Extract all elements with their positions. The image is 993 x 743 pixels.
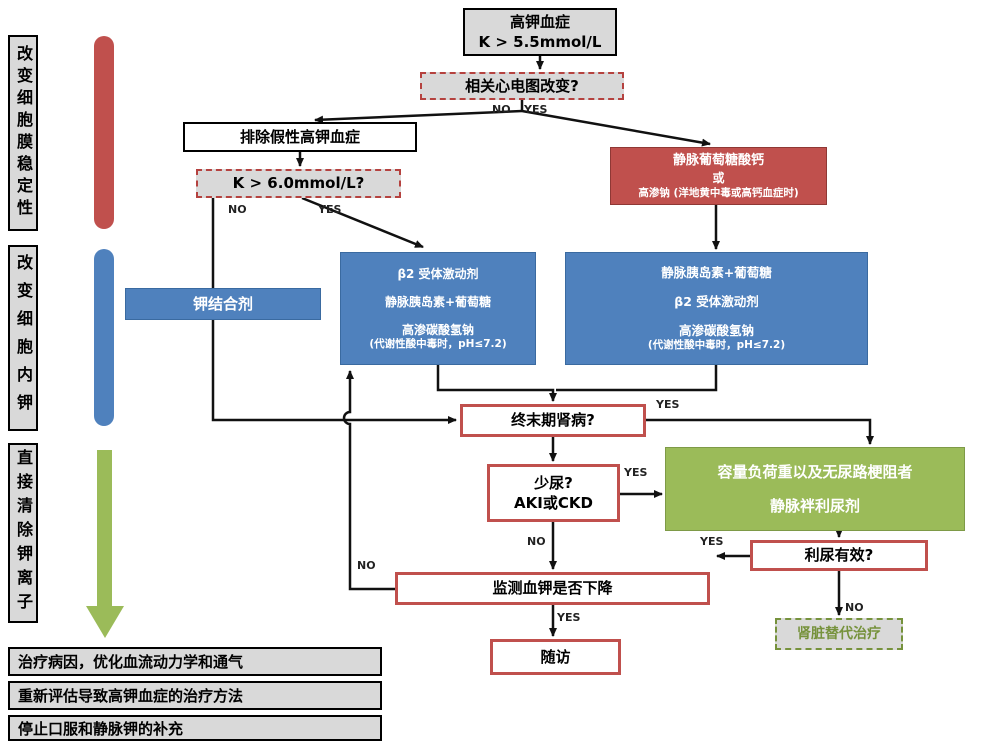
phase-label-intracellular-shift: 改变细胞内钾	[8, 245, 38, 431]
edge-label-k6-yes: YES	[318, 203, 342, 216]
membrane-phase-bar	[94, 36, 114, 229]
node-text: AKI或CKD	[514, 494, 593, 512]
node-followup: 随访	[490, 639, 621, 675]
node-text: 高钾血症	[509, 12, 570, 31]
node-oliguria-question: 少尿? AKI或CKD	[487, 464, 620, 522]
phase-label-potassium-removal: 直接清除钾离子	[8, 443, 38, 623]
general-measure-treat-cause: 治疗病因，优化血流动力学和通气	[8, 647, 382, 676]
edge-label-esrd-yes: YES	[656, 398, 680, 411]
node-potassium-binder: 钾结合剂	[125, 288, 321, 320]
node-exclude-pseudohyperkalemia: 排除假性高钾血症	[183, 122, 417, 152]
node-text: 肾脏替代治疗	[797, 625, 881, 642]
node-renal-replacement-therapy: 肾脏替代治疗	[775, 618, 903, 650]
general-measure-reassess-therapy: 重新评估导致高钾血症的治疗方法	[8, 681, 382, 710]
node-shift-treatment-right: 静脉胰岛素+葡萄糖 β2 受体激动剂 高渗碳酸氢钠 (代谢性酸中毒时，pH≤7.…	[565, 252, 868, 365]
node-text: 静脉胰岛素+葡萄糖	[384, 295, 492, 310]
node-text: 终末期肾病?	[511, 411, 595, 430]
node-text: β2 受体激动剂	[397, 266, 479, 281]
node-text: 高渗碳酸氢钠	[401, 323, 474, 338]
node-text: 容量负荷重以及无尿路梗阻者	[717, 462, 913, 481]
edge-label-monitor-yes: YES	[557, 611, 581, 624]
edge-label-diuresis-yes: YES	[700, 535, 724, 548]
node-text: β2 受体激动剂	[674, 294, 759, 310]
phase-label-membrane-stability: 改变细胞膜稳定性	[8, 35, 38, 231]
node-text: (代谢性酸中毒时，pH≤7.2)	[647, 338, 786, 351]
node-text: 利尿有效?	[804, 546, 874, 565]
general-measure-stop-potassium: 停止口服和静脉钾的补充	[8, 715, 382, 741]
node-text: 或	[712, 170, 725, 185]
node-k-above-6: K > 6.0mmol/L?	[196, 169, 401, 198]
node-hyperkalemia-start: 高钾血症 K > 5.5mmol/L	[463, 8, 617, 56]
node-monitor-potassium: 监测血钾是否下降	[395, 572, 710, 605]
node-text: 监测血钾是否下降	[492, 579, 613, 598]
removal-phase-arrow-head	[86, 606, 124, 638]
node-loop-diuretic: 容量负荷重以及无尿路梗阻者 静脉袢利尿剂	[665, 447, 965, 531]
node-text: 高渗碳酸氢钠	[678, 323, 754, 339]
node-text: 相关心电图改变?	[465, 76, 579, 95]
node-text: 高渗钠 (洋地黄中毒或高钙血症时)	[638, 186, 799, 199]
node-esrd-question: 终末期肾病?	[460, 404, 646, 437]
node-text: K > 6.0mmol/L?	[232, 174, 365, 193]
node-ecg-changes: 相关心电图改变?	[420, 72, 624, 100]
node-text: 钾结合剂	[192, 294, 253, 313]
edge-label-ecg-yes: YES	[524, 103, 548, 116]
edge-label-k6-no: NO	[228, 203, 247, 216]
node-text: 静脉袢利尿剂	[769, 496, 860, 515]
removal-phase-arrow-body	[97, 450, 112, 608]
node-text: 静脉胰岛素+葡萄糖	[661, 265, 772, 281]
edge-label-ecg-no: NO	[492, 103, 511, 116]
node-text: 静脉葡萄糖酸钙	[672, 153, 764, 169]
node-text: K > 5.5mmol/L	[478, 33, 602, 51]
edge-label-monitor-no: NO	[357, 559, 376, 572]
node-text: 排除假性高钾血症	[239, 127, 360, 146]
edge-label-oliguria-yes: YES	[624, 466, 648, 479]
node-text: (代谢性酸中毒时，pH≤7.2)	[369, 338, 507, 351]
node-text: 少尿?	[534, 473, 573, 492]
node-iv-calcium: 静脉葡萄糖酸钙 或 高渗钠 (洋地黄中毒或高钙血症时)	[610, 147, 827, 205]
node-shift-treatment-mid: β2 受体激动剂 静脉胰岛素+葡萄糖 高渗碳酸氢钠 (代谢性酸中毒时，pH≤7.…	[340, 252, 536, 365]
edge-label-oliguria-no: NO	[527, 535, 546, 548]
edge-label-diuresis-no: NO	[845, 601, 864, 614]
shift-phase-bar	[94, 249, 114, 426]
node-text: 随访	[540, 647, 571, 666]
node-diuresis-effective-question: 利尿有效?	[750, 540, 928, 571]
